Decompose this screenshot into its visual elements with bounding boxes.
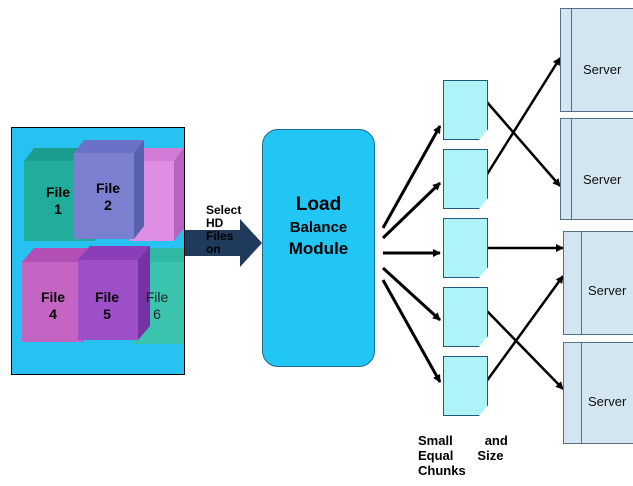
server-2: Server — [560, 118, 633, 220]
load-balance-module: Load Balance Module — [262, 129, 375, 367]
file-cubes — [22, 140, 184, 344]
server-1-label: Server — [583, 62, 622, 77]
module-title: Load — [295, 194, 342, 215]
chunk-3 — [443, 218, 488, 278]
server-3-label: Server — [588, 283, 627, 298]
file-5-cube — [78, 246, 150, 340]
module-subtitle-2: Module — [288, 239, 349, 258]
select-hd-files-text: Select HD Files on — [206, 203, 242, 256]
server-4-label: Server — [588, 394, 627, 409]
chunk-5 — [443, 356, 488, 416]
file-2-cube — [74, 140, 144, 239]
server-4: Server — [563, 342, 633, 444]
server-2-label: Server — [583, 172, 622, 187]
module-subtitle: Balance — [289, 219, 348, 236]
chunk-to-server-arrows — [484, 57, 565, 390]
chunk-4 — [443, 287, 488, 347]
select-arrow — [183, 219, 262, 267]
server-1: Server — [560, 8, 633, 112]
server-3: Server — [563, 231, 633, 335]
module-to-chunk-arrows — [381, 125, 442, 383]
chunk-1 — [443, 80, 488, 140]
chunk-2 — [443, 149, 488, 209]
